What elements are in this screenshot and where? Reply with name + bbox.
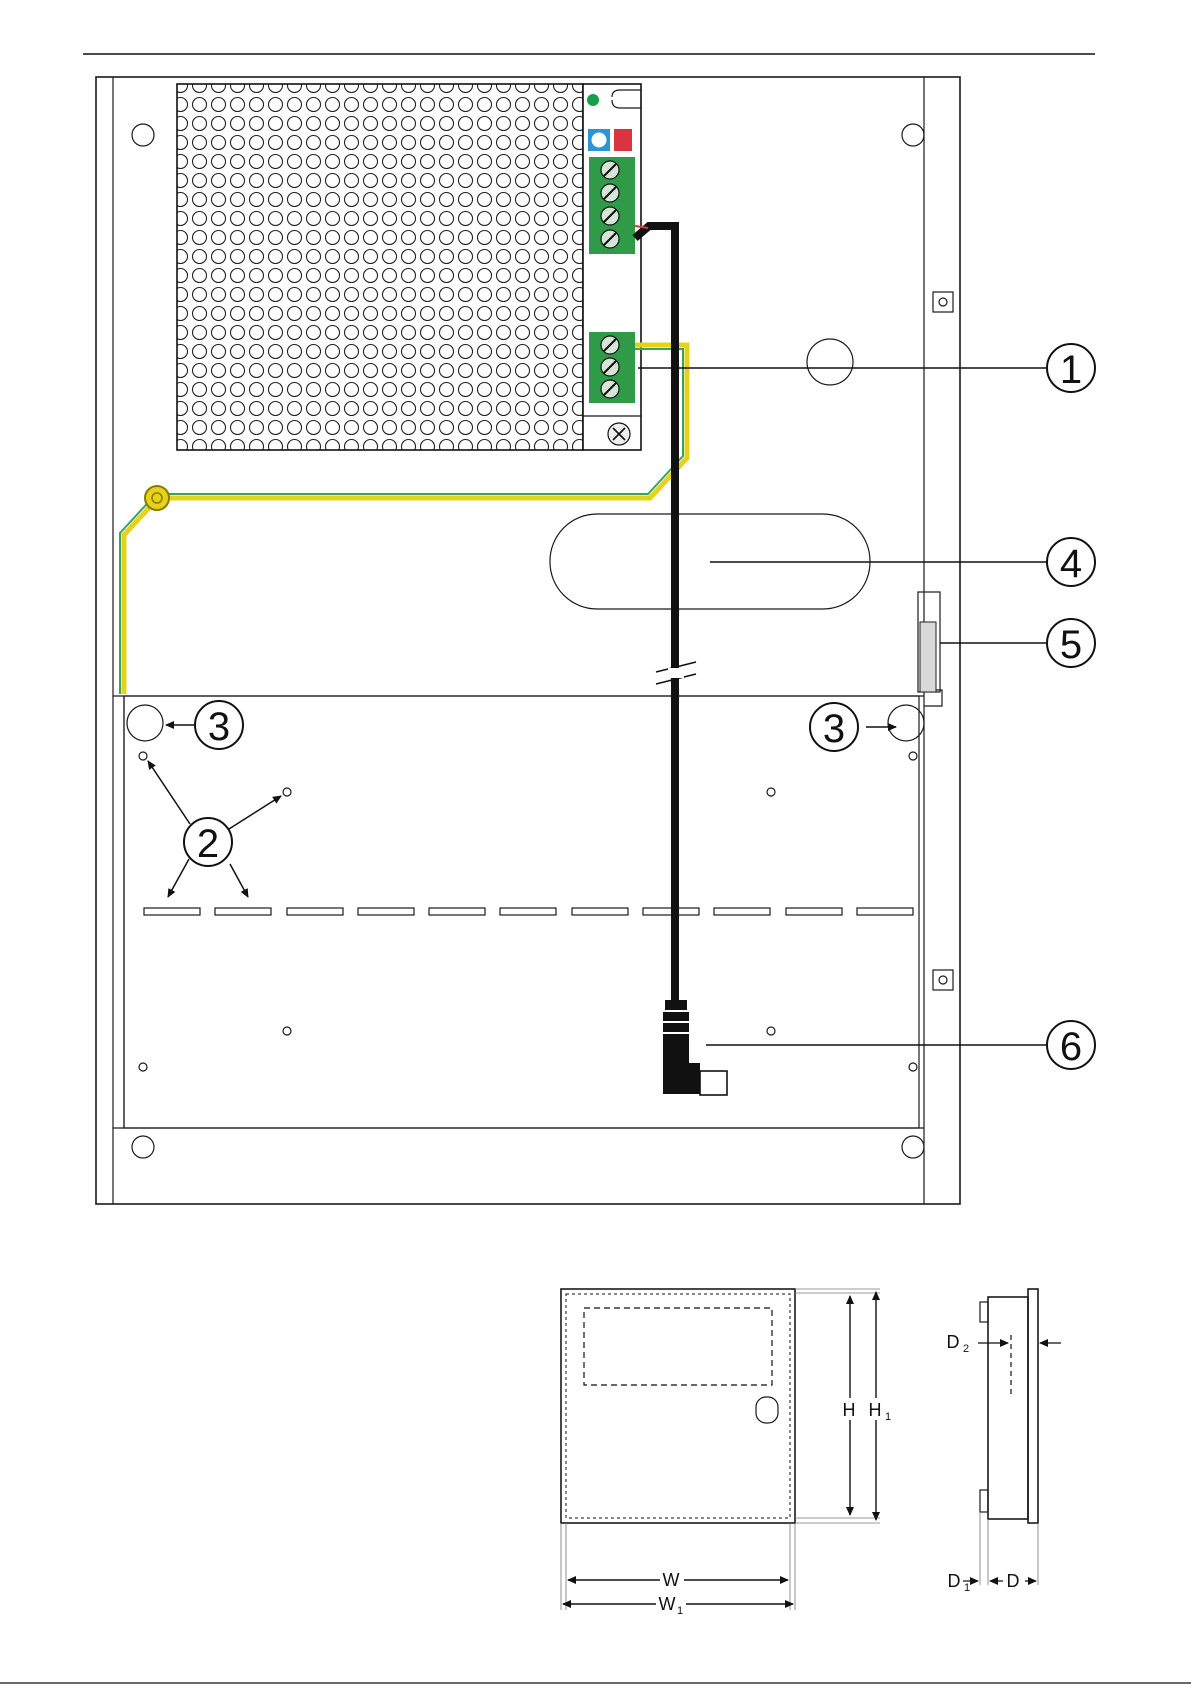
- d1-label-base: D: [948, 1571, 961, 1591]
- d-label: D: [1007, 1571, 1020, 1591]
- led-icon: [587, 94, 599, 106]
- side-dimension-view: D 1 D D 2: [947, 1289, 1062, 1594]
- svg-text:5: 5: [1060, 623, 1082, 667]
- corner-hole: [902, 1136, 924, 1158]
- svg-text:3: 3: [823, 707, 845, 751]
- earth-point-icon: [145, 486, 169, 510]
- h1-label-base: H: [869, 1400, 882, 1420]
- w1-label-sub: 1: [677, 1605, 683, 1617]
- hinge-square-bottom: [933, 970, 953, 990]
- inner-panel-dashed: [584, 1308, 772, 1385]
- psu-module: [177, 84, 641, 450]
- door-outline: [561, 1289, 795, 1523]
- svg-text:2: 2: [197, 822, 219, 866]
- corner-hole: [132, 1136, 154, 1158]
- callout-3-right: 3: [810, 703, 858, 751]
- dip-switch-icon: [614, 129, 632, 151]
- side-body: [988, 1297, 1028, 1519]
- corner-hole: [132, 124, 154, 146]
- front-dimension-view: H H 1 W W 1: [561, 1289, 892, 1617]
- corner-hole: [902, 124, 924, 146]
- svg-text:4: 4: [1060, 542, 1082, 586]
- battery-hole-left: [127, 705, 163, 741]
- callout-4: 4: [1047, 538, 1095, 586]
- d2-label-base: D: [947, 1332, 960, 1352]
- callout-6: 6: [1047, 1021, 1095, 1069]
- d1-label-sub: 1: [964, 1582, 970, 1594]
- callout-3-left: 3: [195, 701, 243, 749]
- psu-vent-grille: [177, 84, 583, 450]
- svg-text:3: 3: [208, 705, 230, 749]
- side-door: [1028, 1289, 1038, 1523]
- mounting-plate: [124, 696, 919, 1128]
- callout-5: 5: [1047, 619, 1095, 667]
- hinge-square-top: [933, 292, 953, 312]
- w1-label-base: W: [659, 1594, 676, 1614]
- h1-label-sub: 1: [885, 1411, 891, 1423]
- lock-icon: [756, 1397, 778, 1423]
- callout-2: 2: [184, 818, 232, 866]
- svg-text:1: 1: [1060, 348, 1082, 392]
- d2-label-sub: 2: [963, 1343, 969, 1355]
- dc-output-cable: [635, 226, 727, 1095]
- callout-1: 1: [1047, 344, 1095, 392]
- w-label: W: [663, 1570, 680, 1590]
- ventilation-slots: [144, 908, 913, 915]
- h-label: H: [843, 1400, 856, 1420]
- svg-text:6: 6: [1060, 1025, 1082, 1069]
- knockout-hole: [807, 339, 853, 385]
- dc-plug-icon: [663, 1034, 700, 1094]
